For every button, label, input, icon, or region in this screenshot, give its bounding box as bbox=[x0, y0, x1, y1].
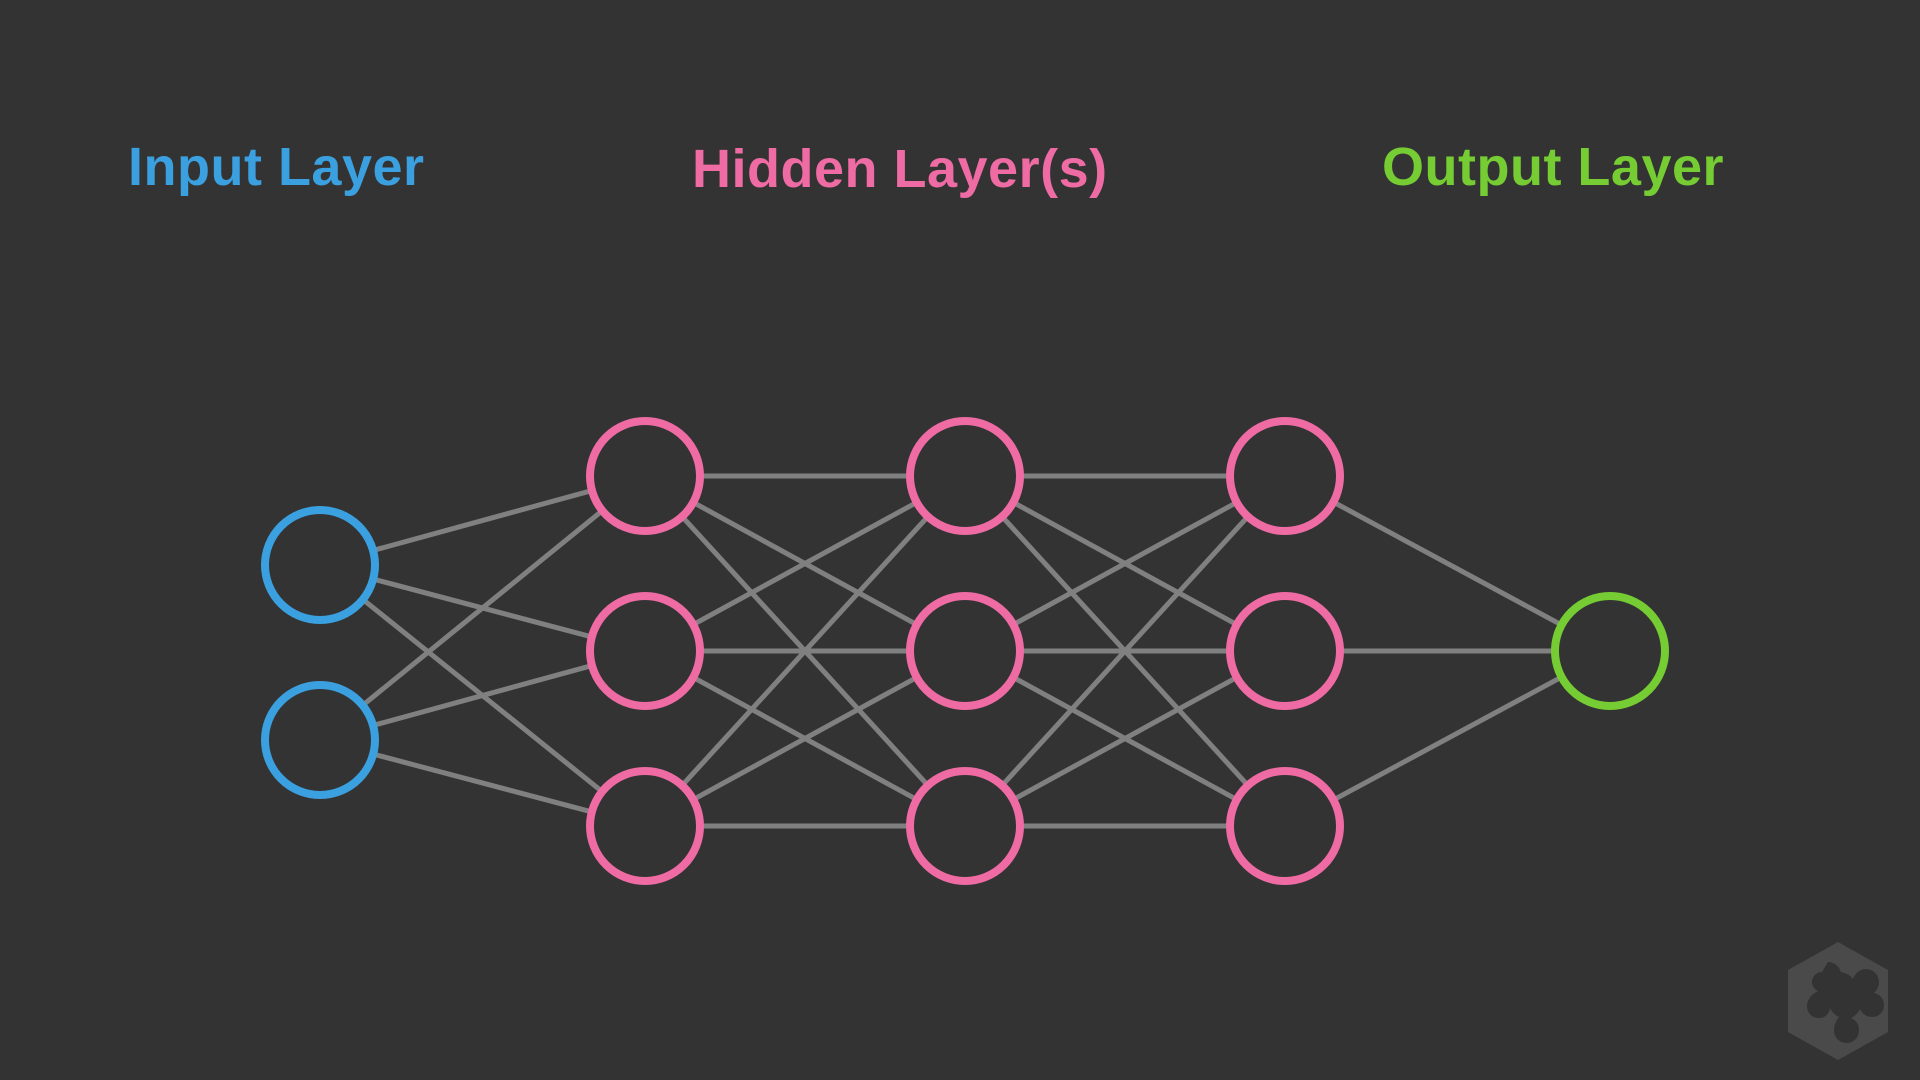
neuron-node-h2c bbox=[906, 767, 1024, 885]
connection-edges bbox=[361, 473, 1563, 829]
neuron-node-h1c bbox=[586, 767, 704, 885]
neuron-node-i2 bbox=[261, 681, 379, 799]
neuron-node-h1a bbox=[586, 417, 704, 535]
neuron-node-h3b bbox=[1226, 592, 1344, 710]
neuron-node-o1 bbox=[1551, 592, 1669, 710]
connection-edge bbox=[1012, 675, 1238, 802]
connection-edge bbox=[1332, 674, 1563, 803]
connection-edge bbox=[372, 751, 593, 815]
neuron-node-h2b bbox=[906, 592, 1024, 710]
input-layer-label: Input Layer bbox=[128, 137, 425, 197]
layer-label-row: Input Layer Hidden Layer(s) Output Layer bbox=[0, 0, 1920, 240]
neuron-node-h3a bbox=[1226, 417, 1344, 535]
hidden-layer-label: Hidden Layer(s) bbox=[692, 139, 1108, 199]
watermark-logo-icon bbox=[1788, 942, 1888, 1060]
neuron-node-h3c bbox=[1226, 767, 1344, 885]
connection-edge bbox=[680, 514, 930, 788]
neuron-node-h1b bbox=[586, 592, 704, 710]
neuron-nodes bbox=[261, 417, 1669, 885]
connection-edge bbox=[1012, 500, 1238, 627]
neuron-node-i1 bbox=[261, 506, 379, 624]
connection-edge bbox=[1332, 499, 1563, 628]
connection-edge bbox=[372, 488, 593, 553]
connection-edge bbox=[692, 500, 918, 627]
output-layer-label: Output Layer bbox=[1382, 137, 1725, 197]
connection-edge bbox=[372, 663, 593, 728]
neuron-node-h2a bbox=[906, 417, 1024, 535]
connection-edge bbox=[692, 675, 918, 802]
connection-edge bbox=[1000, 514, 1250, 788]
connection-edge bbox=[361, 508, 604, 708]
